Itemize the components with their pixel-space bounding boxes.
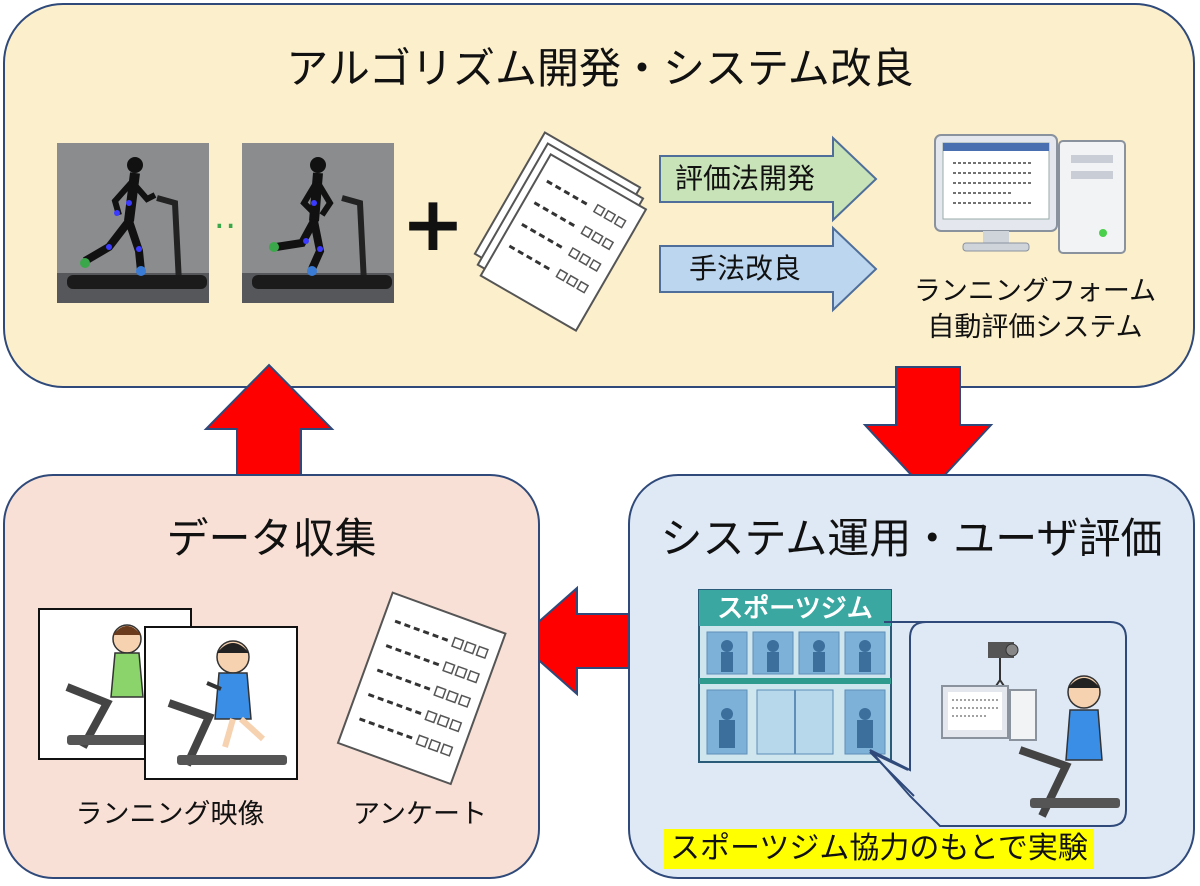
running-video-icon [38,608,298,780]
method-improve-arrow-label: 手法改良 [688,252,801,285]
experiment-caption: スポーツジム協力のもとで実験 [664,829,1094,869]
runner-figure-1 [57,143,209,303]
gym-building-icon [698,589,892,763]
algorithm-panel-title: アルゴリズム開発・システム改良 [286,44,914,93]
running-photo-1 [57,143,209,303]
data-collection-title: データ収集 [166,514,377,563]
eval-method-arrow [659,135,878,223]
method-improve-arrow [659,225,878,313]
running-photo-2 [242,143,394,303]
questionnaire-stack-icon [473,131,648,333]
survey-label: アンケート [353,799,487,830]
plus-sign: + [401,179,465,268]
flow-arrow-down [862,366,994,495]
system-label-line1: ランニングフォーム [913,276,1157,307]
system-operation-title: システム運用・ユーザ評価 [660,514,1163,563]
eval-method-arrow-label: 評価法開発 [674,162,815,195]
experiment-scene-bubble [869,621,1127,827]
sequence-ellipsis: ‥ [213,197,237,237]
system-label-line2: 自動評価システム [927,312,1143,343]
survey-sheet-icon [336,591,507,786]
gym-sign: スポーツジム [717,594,873,624]
runner-figure-2 [242,143,394,303]
computer-icon [934,134,1126,254]
running-video-label: ランニング映像 [75,799,265,830]
